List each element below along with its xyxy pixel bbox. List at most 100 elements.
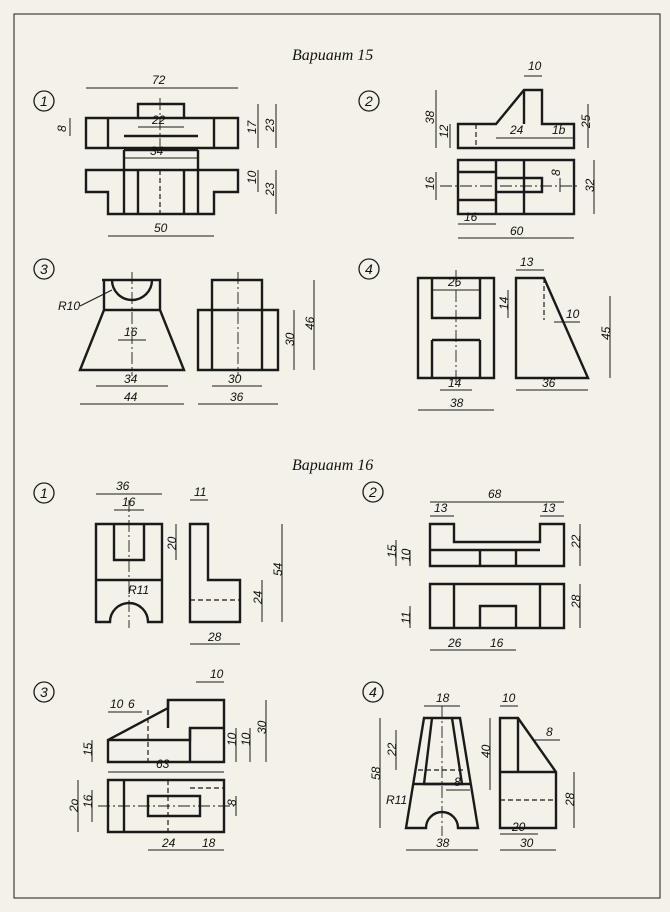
dim-label: 44 <box>124 390 138 404</box>
dim-label: 10 <box>210 667 224 681</box>
dim-label: 10 <box>566 307 580 321</box>
dim-label: 38 <box>450 396 464 410</box>
dim-label: 30 <box>228 372 242 386</box>
dim-label: 10 <box>225 732 239 746</box>
dim-label: 17 <box>245 119 259 134</box>
dim-label: 8 <box>546 725 553 739</box>
dim-label: 8 <box>549 169 563 176</box>
dim-label: 22 <box>569 534 583 549</box>
dim-label: 34 <box>124 372 138 386</box>
dim-label: 72 <box>152 73 166 87</box>
dim-label: 45 <box>599 326 613 340</box>
task-number: 1 <box>40 485 48 501</box>
dim-label: 26 <box>447 275 462 289</box>
v15-2-top-view <box>456 158 576 216</box>
dim-label: 30 <box>283 332 297 346</box>
v15-4-side-view <box>514 276 590 380</box>
v15-task-4: 4 26 14 14 38 13 10 45 36 <box>358 255 613 411</box>
v15-task-1: 1 72 22 34 17 23 8 10 23 50 <box>33 73 277 237</box>
variant-16-title: Вариант 16 <box>292 457 373 474</box>
dim-label: 23 <box>263 118 277 133</box>
dim-label: 36 <box>230 390 244 404</box>
dim-label: 38 <box>436 836 450 850</box>
v16-3-top-view <box>106 778 226 834</box>
dim-label: 16 <box>464 210 478 224</box>
variant-15-title: Вариант 15 <box>292 47 373 64</box>
dim-label: 10 <box>502 691 516 705</box>
v16-2-top-view <box>428 582 566 630</box>
dim-label: 10 <box>239 732 253 746</box>
dim-label: 15 <box>81 742 95 756</box>
sheet-frame <box>13 13 661 899</box>
task-number: 4 <box>365 261 373 277</box>
task-number-circle <box>358 90 380 112</box>
dim-label: 8 <box>55 125 69 132</box>
v16-4-side-view <box>498 716 558 830</box>
v16-task-4: 4 18 22 58 8 R11 38 10 40 8 28 20 30 <box>362 681 577 851</box>
v16-3-front-view <box>106 698 226 764</box>
v16-2-front-view <box>428 522 566 568</box>
dim-label: 12 <box>437 124 451 138</box>
v16-task-3: 3 10 10 6 15 10 10 30 63 2o 16 8 24 <box>33 667 269 851</box>
dim-label: 34 <box>150 144 164 158</box>
dim-label: 32 <box>583 178 597 192</box>
dim-label: 54 <box>271 562 285 576</box>
dim-label: 13 <box>542 501 556 515</box>
task-number-circle <box>33 681 55 703</box>
dim-label: 40 <box>479 744 493 758</box>
v15-1-top-view <box>84 168 240 216</box>
dim-label: 13 <box>520 255 534 269</box>
dim-label: R10 <box>58 299 80 313</box>
v15-task-3: 3 R10 16 34 44 46 30 30 36 <box>33 258 317 405</box>
task-number-circle <box>33 482 55 504</box>
v15-task-2: 2 10 38 12 24 1b 25 16 8 32 16 60 <box>358 59 597 239</box>
dim-label: 16 <box>490 636 504 650</box>
dim-label: 68 <box>488 487 502 501</box>
dim-label: 25 <box>579 114 593 129</box>
dim-label: 10 <box>528 59 542 73</box>
dim-label: 58 <box>369 766 383 780</box>
dim-label: 14 <box>497 296 511 310</box>
task-number: 3 <box>40 684 48 700</box>
dim-label: 22 <box>151 113 166 127</box>
dim-label: R11 <box>386 793 407 807</box>
v16-task-1: 1 36 16 20 R11 11 54 24 28 <box>33 479 285 645</box>
task-number: 4 <box>369 684 377 700</box>
dim-label: 28 <box>207 630 222 644</box>
dim-label: 28 <box>563 792 577 807</box>
task-number-circle <box>33 90 55 112</box>
dim-label: 16 <box>81 794 95 808</box>
dim-label: 23 <box>263 182 277 197</box>
dim-label: 10 <box>245 170 259 184</box>
task-number: 2 <box>364 93 373 109</box>
dim-label: 8 <box>225 799 239 806</box>
task-number: 2 <box>368 484 377 500</box>
task-number-circle <box>362 481 384 503</box>
v15-2-front-view <box>456 88 576 150</box>
dim-label: 30 <box>520 836 534 850</box>
dim-label: R11 <box>128 583 149 597</box>
v16-4-front-view <box>404 716 480 830</box>
dim-label: 24 <box>161 836 176 850</box>
dim-label: 36 <box>116 479 130 493</box>
task-number: 1 <box>40 93 48 109</box>
dim-label: 11 <box>194 485 206 499</box>
dim-label: 1b <box>552 123 566 137</box>
dim-label: 10 <box>110 697 124 711</box>
dim-label: 46 <box>303 316 317 330</box>
v16-1-front-view <box>94 522 164 624</box>
dim-label: 11 <box>399 612 413 624</box>
dim-label: 26 <box>447 636 462 650</box>
dim-label: 14 <box>448 376 462 390</box>
dim-label: 63 <box>156 757 170 771</box>
dim-label: 28 <box>569 594 583 609</box>
task-number-circle <box>358 258 380 280</box>
dim-label: 38 <box>423 110 437 124</box>
v16-task-2: 2 68 13 13 15 10 22 11 28 26 16 <box>362 481 583 651</box>
dim-label: 20 <box>511 820 526 834</box>
dim-label: 15 <box>385 544 399 558</box>
v16-1-side-view <box>188 522 242 624</box>
dim-label: 50 <box>154 221 168 235</box>
